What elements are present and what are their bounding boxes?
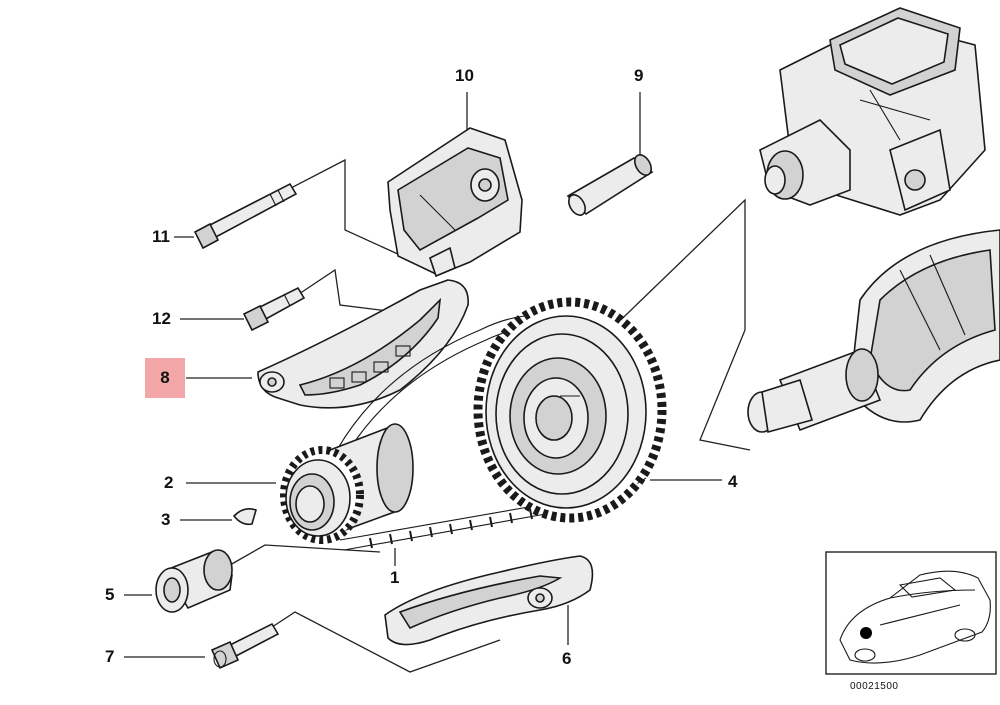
- callout-2: 2: [164, 473, 174, 492]
- vehicle-location-inset: [825, 551, 997, 675]
- car-silhouette: [839, 570, 991, 664]
- callout-9: 9: [634, 66, 644, 85]
- callout-3: 3: [161, 510, 171, 529]
- callout-7: 7: [105, 647, 115, 666]
- callout-1: 1: [390, 568, 400, 587]
- bolt-part-12: [242, 286, 306, 332]
- sprocket-part-2: [280, 423, 414, 544]
- callout-12: 12: [152, 309, 171, 328]
- sprocket-part-4: [473, 297, 667, 523]
- leader-lines: [124, 92, 751, 673]
- crankshaft: [747, 229, 1000, 434]
- callout-4: 4: [728, 472, 738, 491]
- callout-11: 11: [152, 227, 170, 246]
- callout-5: 5: [105, 585, 115, 604]
- bolt-part-7: [210, 622, 280, 670]
- callout-10: 10: [455, 66, 474, 85]
- tensioner-housing-part-10: [387, 127, 523, 278]
- dowel-sleeve-part-9: [566, 154, 654, 216]
- injection-pump: [759, 7, 986, 216]
- bushing-part-5: [155, 549, 233, 613]
- woodruff-key-part-3: [232, 508, 257, 526]
- guide-rail-part-6: [384, 555, 594, 646]
- inset-part-number: 00021500: [850, 681, 899, 692]
- callout-8-highlighted: 8: [145, 358, 185, 398]
- callout-6: 6: [562, 649, 572, 668]
- tensioning-rail-part-8: [257, 279, 469, 409]
- bolt-part-11: [193, 182, 298, 250]
- location-marker: [860, 627, 872, 639]
